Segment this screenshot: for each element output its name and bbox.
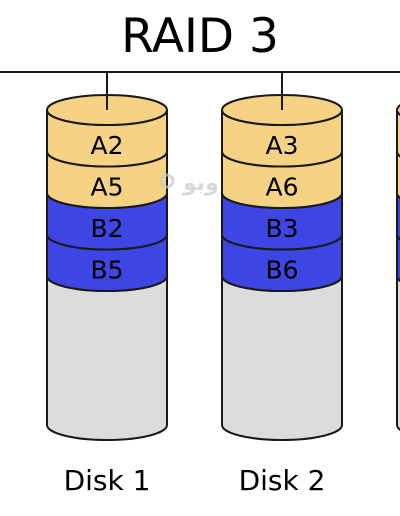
block-label-a3: A3 (265, 131, 298, 160)
block-label-a2: A2 (90, 131, 123, 160)
block-label-a5: A5 (90, 172, 123, 201)
block-label-a6: A6 (265, 172, 298, 201)
data-block-band-2 (396, 151, 400, 199)
disk-label: Disk 2 (239, 464, 326, 497)
block-label-b5: B5 (90, 255, 123, 284)
disk-top-surface (396, 104, 400, 116)
block-label-b2: B2 (90, 214, 123, 243)
watermark-text: وبو (182, 171, 219, 196)
watermark-logo: وبو (159, 171, 219, 196)
data-block-band-1 (396, 109, 400, 158)
block-label-b3: B3 (265, 214, 298, 243)
disk-empty-space (46, 275, 168, 441)
data-block-band-3 (396, 192, 400, 241)
disk-empty-space (221, 275, 343, 441)
data-block-band-4 (396, 234, 400, 282)
diagram-title: RAID 3 (121, 9, 279, 64)
disk-empty-space (396, 275, 400, 431)
block-label-b6: B6 (265, 255, 298, 284)
disk-label: Disk 1 (64, 464, 151, 497)
disk-3 (396, 104, 400, 431)
